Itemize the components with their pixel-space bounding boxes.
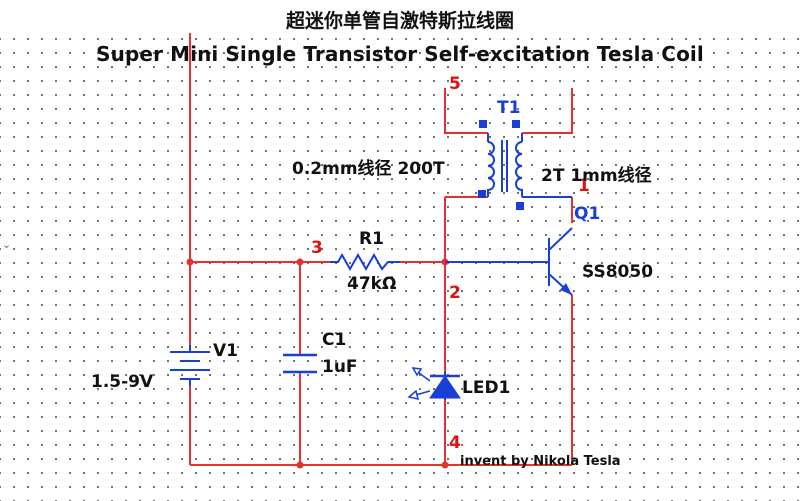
node-label-2: 2 xyxy=(449,283,461,303)
capacitor-c1 xyxy=(283,353,317,374)
node-label-3: 3 xyxy=(311,238,323,258)
battery-v1 xyxy=(170,345,210,386)
node-label-4: 4 xyxy=(449,433,461,453)
led-led1 xyxy=(429,372,461,400)
pin-marker xyxy=(479,120,487,128)
pin-marker xyxy=(512,120,520,128)
junction-dot xyxy=(296,461,304,469)
wire-node5 xyxy=(444,88,488,134)
junction-dots xyxy=(186,258,449,469)
junction-dot xyxy=(186,258,194,266)
resistor-value: 47kΩ xyxy=(347,274,397,294)
junction-dot xyxy=(441,461,449,469)
node-label-1: 1 xyxy=(578,176,590,196)
title-english: Super Mini Single Transistor Self-excita… xyxy=(96,42,704,66)
resistor-r1 xyxy=(330,252,400,272)
battery-voltage: 1.5-9V xyxy=(91,372,154,392)
transformer-pins xyxy=(478,120,524,210)
battery-ref: V1 xyxy=(213,341,238,361)
light-emission-icon xyxy=(407,367,431,400)
wires xyxy=(189,30,573,466)
led-ref: LED1 xyxy=(462,378,511,398)
cursor-caret-icon: ⌄ xyxy=(2,239,12,251)
wire-primary-top xyxy=(522,88,573,134)
title-chinese: 超迷你单管自激特斯拉线圈 xyxy=(0,6,800,33)
transistor-q1 xyxy=(445,227,573,296)
junction-dot xyxy=(296,258,304,266)
node-label-5: 5 xyxy=(449,74,461,94)
pin-marker xyxy=(516,202,524,210)
transistor-part: SS8050 xyxy=(582,262,654,282)
credit-text: invent by Nikola Tesla xyxy=(460,454,621,469)
emitter-arrow-icon xyxy=(560,283,572,295)
transformer-ref: T1 xyxy=(497,98,521,118)
primary-coil-note: 2T 1mm线径 xyxy=(541,166,652,186)
pin-marker xyxy=(478,190,486,198)
transformer-t1 xyxy=(487,133,572,198)
resistor-ref: R1 xyxy=(359,229,384,249)
transistor-ref: Q1 xyxy=(574,204,601,224)
capacitor-ref: C1 xyxy=(322,330,347,350)
capacitor-value: 1uF xyxy=(322,357,358,377)
secondary-coil-note: 0.2mm线径 200T xyxy=(292,159,445,179)
